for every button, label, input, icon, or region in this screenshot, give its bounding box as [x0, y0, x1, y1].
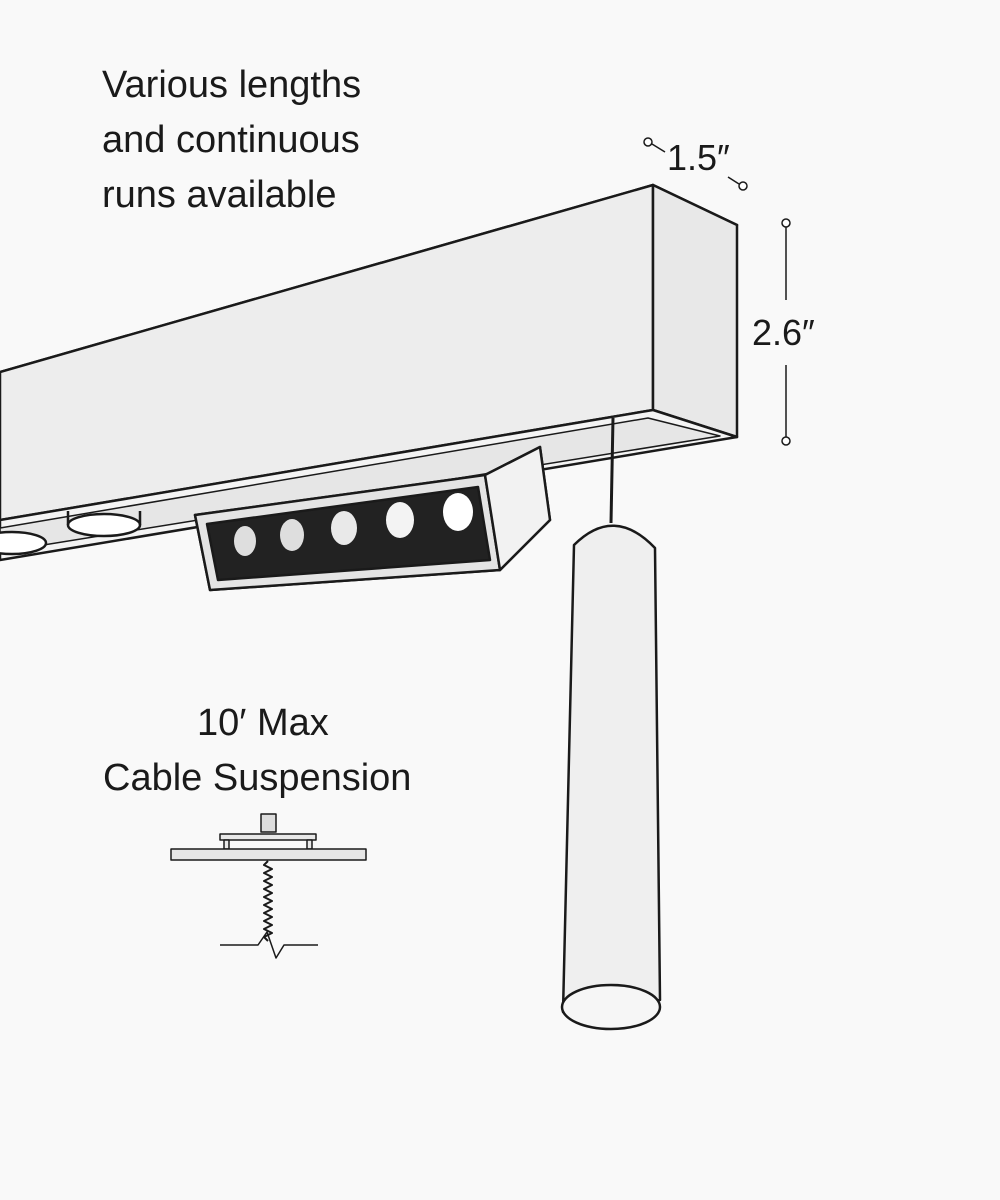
rail-downlights: [0, 511, 142, 556]
dimension-markers: [643, 137, 791, 446]
cable-suspension-detail: [170, 813, 367, 959]
width-dimension: 1.5″: [667, 137, 730, 178]
suspension-line-2: Cable Suspension: [103, 757, 412, 799]
height-dimension: 2.6″: [752, 312, 815, 353]
headline-line-2: and continuous: [102, 119, 360, 161]
adjustable-spot-module: [193, 445, 552, 592]
pendant-cylinder: [560, 417, 662, 1031]
headline-line-3: runs available: [102, 174, 337, 216]
suspension-line-1: 10′ Max: [197, 702, 329, 744]
headline-line-1: Various lengths: [102, 64, 362, 106]
